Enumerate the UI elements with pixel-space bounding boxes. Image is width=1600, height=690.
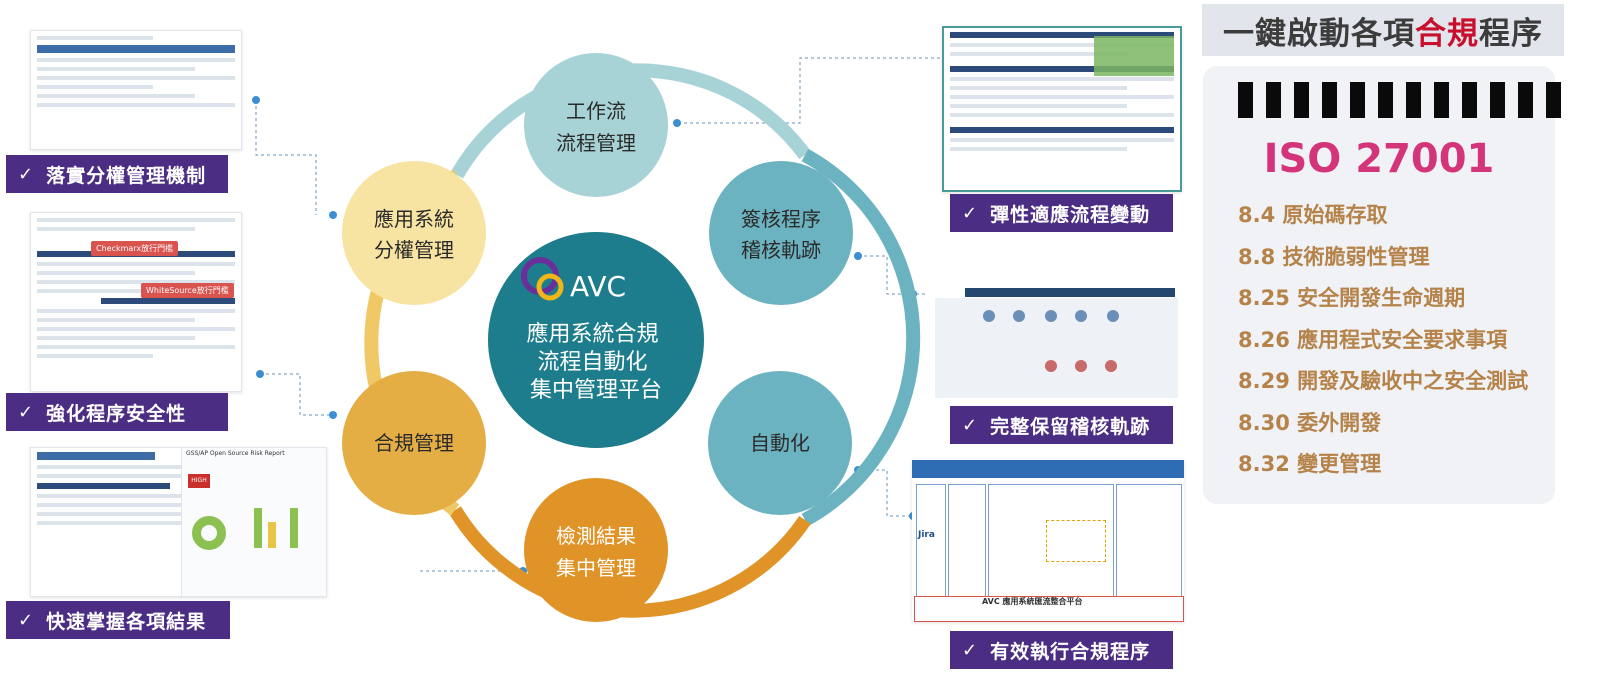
feature-label-5: ✓完整保留稽核軌跡 bbox=[950, 406, 1173, 444]
feature-label-3: ✓快速掌握各項結果 bbox=[6, 601, 230, 639]
node-signoff-label: 簽核程序稽核軌跡 bbox=[741, 207, 821, 262]
iso-clause-item: 8.25 安全開發生命週期 bbox=[1238, 286, 1466, 310]
node-signoff bbox=[709, 161, 853, 305]
iso-clause-item: 8.29 開發及驗收中之安全測試 bbox=[1238, 369, 1529, 393]
thumb-permission-screen bbox=[30, 30, 242, 150]
donut-icon bbox=[192, 516, 226, 550]
iso-clause-item: 8.32 變更管理 bbox=[1238, 452, 1382, 476]
thumb-audit-screen bbox=[935, 240, 1178, 400]
iso-clause-item: 8.8 技術脆弱性管理 bbox=[1238, 244, 1430, 269]
feature-label-6: ✓有效執行合規程序 bbox=[950, 631, 1173, 669]
high-badge: HIGH bbox=[188, 474, 210, 488]
center-brand: AVC bbox=[570, 270, 626, 303]
thumb-threshold-screen: Checkmarx放行門檻 WhiteSource放行門檻 bbox=[30, 212, 242, 392]
iso-clause-item: 8.30 委外開發 bbox=[1238, 410, 1382, 435]
center-circle bbox=[488, 232, 704, 448]
node-compliance-label: 合規管理 bbox=[374, 431, 454, 455]
platform-label: AVC 應用系統匯流整合平台 bbox=[982, 597, 1083, 606]
iso-clause-list: 8.4 原始碼存取 8.8 技術脆弱性管理 8.25 安全開發生命週期 8.26… bbox=[1238, 200, 1528, 491]
node-workflow-label: 工作流流程管理 bbox=[556, 99, 636, 155]
iso-clause-item: 8.26 應用程式安全要求事項 bbox=[1238, 327, 1508, 352]
iso-clause-item: 8.4 原始碼存取 bbox=[1238, 203, 1388, 227]
iso-title: ISO 27001 bbox=[1263, 136, 1495, 182]
jira-logo: Jira bbox=[918, 530, 935, 540]
node-workflow bbox=[524, 53, 668, 197]
node-automation-label: 自動化 bbox=[750, 431, 810, 455]
panel-title: 一鍵啟動各項合規程序 bbox=[1202, 4, 1564, 56]
node-permission-label: 應用系統分權管理 bbox=[374, 207, 454, 262]
thumb-pipeline-screen: Jira AVC 應用系統匯流整合平台 bbox=[912, 460, 1184, 622]
center-title: 應用系統合規 流程自動化 集中管理平台 bbox=[526, 321, 665, 403]
node-permission bbox=[342, 161, 486, 305]
node-compliance bbox=[342, 371, 486, 515]
title-highlight: 合規 bbox=[1415, 15, 1479, 52]
avc-logo-icon bbox=[521, 257, 564, 301]
report-title: GSS/AP Open Source Risk Report bbox=[186, 450, 285, 457]
feature-label-4: ✓彈性適應流程變動 bbox=[950, 194, 1173, 232]
feature-label-1: ✓落實分權管理機制 bbox=[6, 155, 228, 193]
thumb-workflow-screen bbox=[942, 26, 1182, 192]
whitesource-tag: WhiteSource放行門檻 bbox=[141, 283, 234, 298]
node-automation bbox=[708, 371, 852, 515]
checkmarx-tag: Checkmarx放行門檻 bbox=[91, 241, 179, 256]
barcode-icon bbox=[1238, 82, 1561, 118]
node-results bbox=[524, 478, 668, 622]
node-results-label: 檢測結果集中管理 bbox=[556, 524, 636, 580]
iso-panel bbox=[1203, 66, 1555, 504]
thumb-report-screen: GSS/AP Open Source Risk Report HIGH bbox=[30, 447, 327, 597]
feature-label-2: ✓強化程序安全性 bbox=[6, 393, 228, 431]
